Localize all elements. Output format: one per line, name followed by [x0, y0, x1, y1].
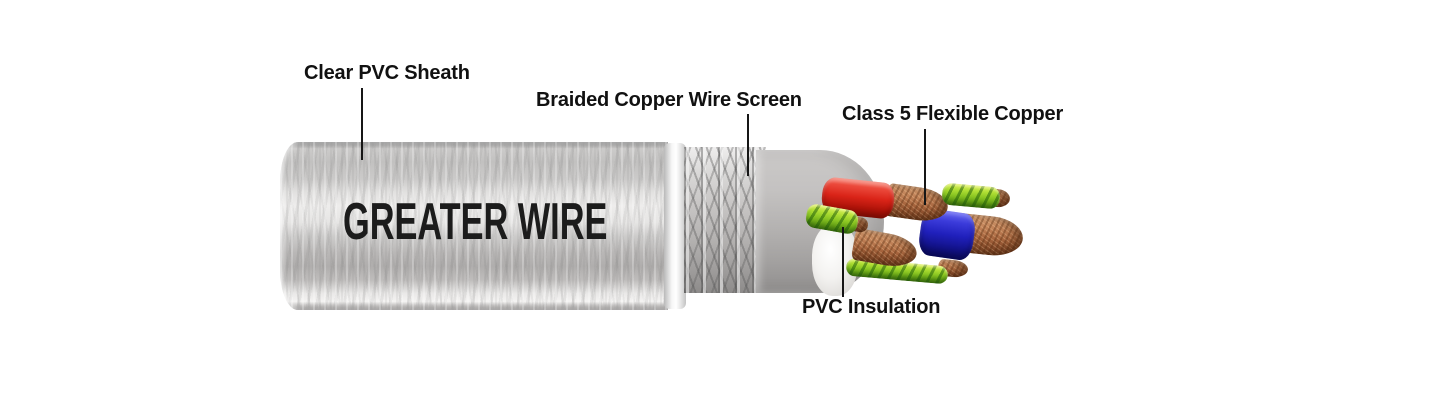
leader-line-braided-screen — [747, 114, 749, 176]
leader-line-pvc-insulation — [842, 227, 844, 297]
label-class-5-flexible-copper: Class 5 Flexible Copper — [842, 103, 1064, 125]
braided-copper-wire-screen — [684, 147, 766, 293]
sheath-cut-edge — [664, 143, 686, 309]
label-clear-pvc-sheath: Clear PVC Sheath — [304, 62, 470, 84]
clear-pvc-sheath — [280, 142, 668, 310]
leader-line-class5-copper — [924, 129, 926, 205]
label-pvc-insulation: PVC Insulation — [802, 296, 941, 318]
leader-line-clear-pvc-sheath — [361, 88, 363, 160]
label-braided-copper-wire-screen: Braided Copper Wire Screen — [536, 89, 802, 111]
green-yellow-core-top — [941, 182, 1001, 210]
brand-print: GREATER WIRE — [343, 193, 608, 251]
